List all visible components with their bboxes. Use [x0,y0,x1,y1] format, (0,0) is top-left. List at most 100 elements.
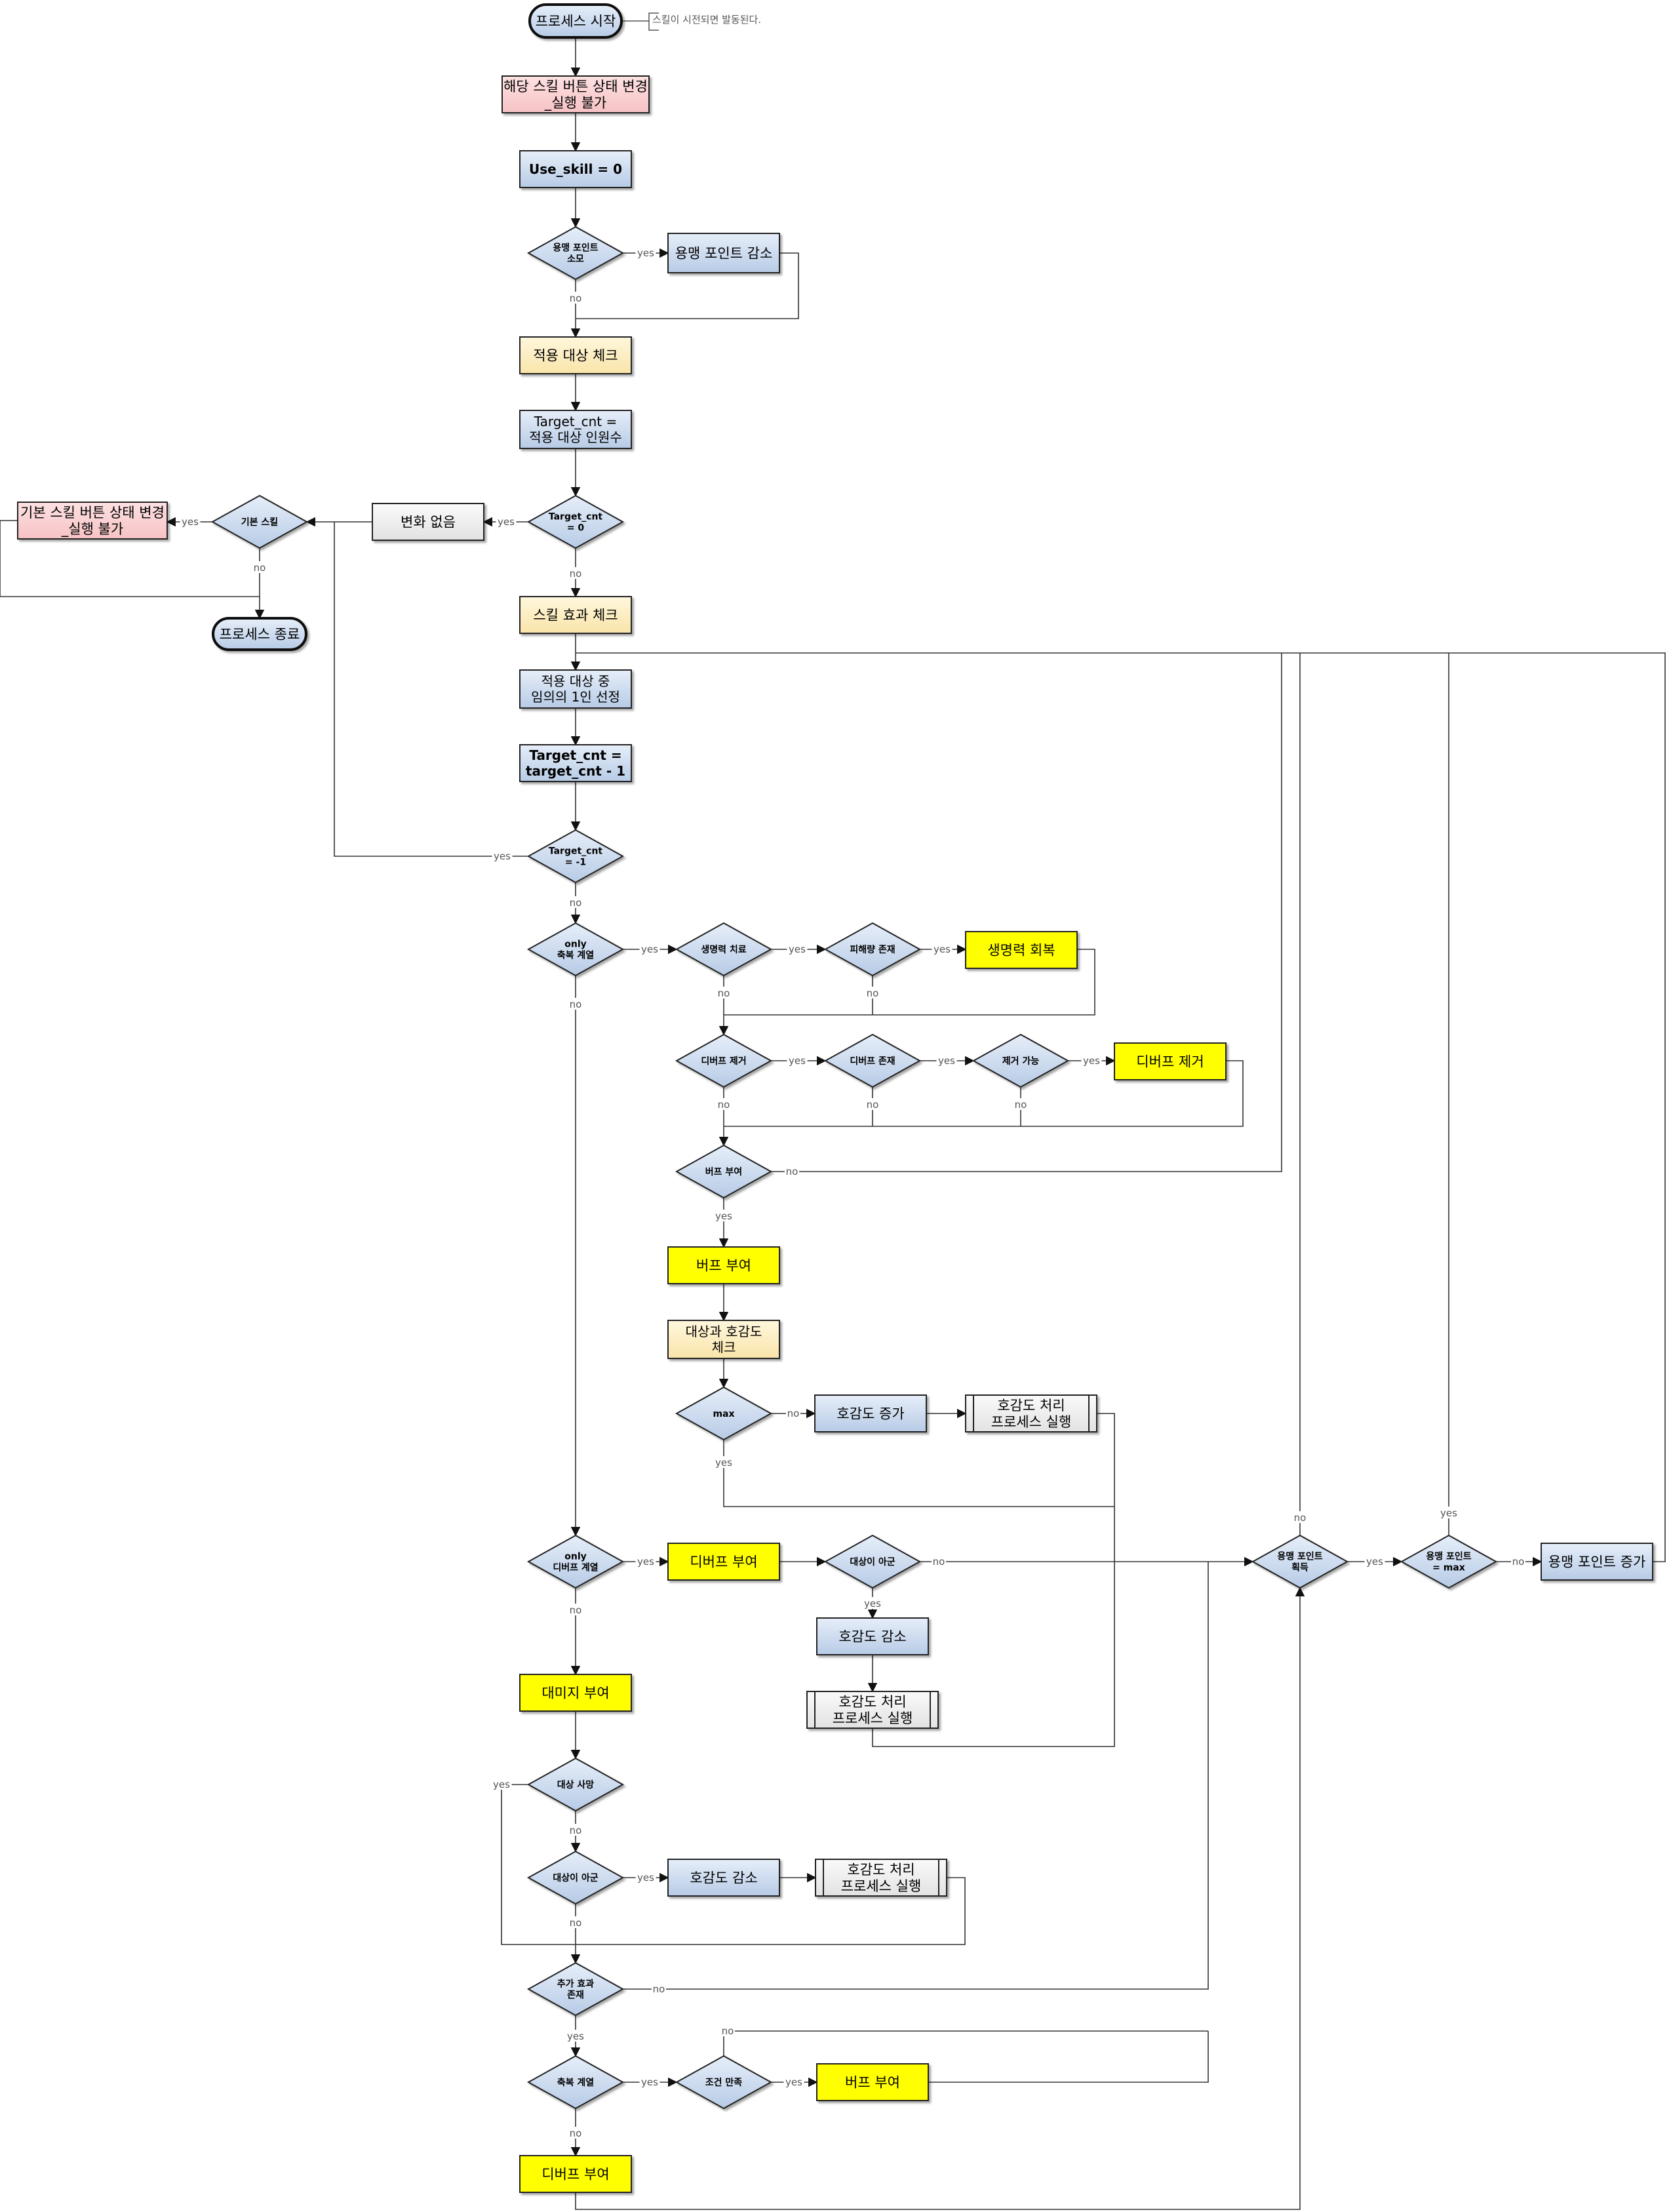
d_target_neg-decision: Target_cnt= -1 [526,829,625,884]
merc_inc-node: 용맹 포인트 증가 [1541,1543,1653,1581]
d_target0-text: Target_cnt= 0 [549,512,603,534]
connector [575,1587,1305,2210]
d_heal-text: 생명력 치료 [701,944,746,955]
affinity_up-node: 호감도 증가 [814,1394,927,1432]
d_max-decision: max [675,1386,773,1441]
d_target_ally2-text: 대상이 아군 [553,1872,598,1884]
start-note-text: 스킬이 시전되면 발동된다. [652,14,761,26]
edge-label-yes: yes [1081,1054,1102,1067]
d_debuff_exist-text: 디버프 존재 [850,1056,895,1067]
svg-text:yes: yes [938,1055,955,1067]
d_heal-decision: 생명력 치료 [675,922,773,977]
edge-label-yes: yes [635,1555,656,1568]
d_condition-decision: 조건 만족 [675,2055,773,2110]
edge-label-yes: yes [713,1456,734,1469]
svg-text:yes: yes [493,1779,510,1790]
svg-text:no: no [787,1408,800,1419]
d_debuff_remove-decision: 디버프 제거 [675,1033,773,1088]
connector [724,1060,1244,1127]
svg-text:yes: yes [1440,1507,1457,1519]
edge-label-yes: yes [639,2076,660,2088]
edge-label-no: no [568,1604,583,1616]
edge-label-yes: yes [565,2030,586,2042]
edge-label-yes: yes [862,1597,883,1610]
start-terminal: 프로세스 시작 [528,3,623,39]
svg-text:yes: yes [1366,1556,1383,1568]
svg-text:yes: yes [715,1457,732,1469]
svg-text:no: no [570,1604,582,1616]
edge-label-yes: yes [1438,1507,1459,1519]
svg-text:yes: yes [498,516,515,528]
buff_give-text: 버프 부여 [696,1257,751,1273]
svg-text:no: no [570,998,582,1010]
edge-label-no: no [568,1916,583,1929]
d_removable-decision: 제거 가능 [972,1033,1070,1088]
edge-label-no: no [786,1407,800,1419]
d_target_dead-decision: 대상 사망 [526,1757,625,1812]
edge-label-no: no [720,2024,735,2037]
edge-label-no: no [568,1824,583,1836]
merc_dec-node: 용맹 포인트 감소 [667,233,780,273]
affinity_up-text: 호감도 증가 [836,1406,904,1421]
debuff_give1-text: 디버프 부여 [690,1554,757,1570]
edge-label-no: no [865,1098,880,1111]
debuff_remove-node: 디버프 제거 [1114,1042,1227,1080]
d_max-text: max [713,1409,734,1419]
connector [501,1784,576,1945]
edge-label-no: no [568,567,583,580]
d_target_ally1-decision: 대상이 아군 [823,1534,922,1589]
connector [723,2030,1208,2056]
hp_recover-text: 생명력 회복 [987,942,1055,958]
svg-text:yes: yes [789,1055,806,1067]
buff_give-node: 버프 부여 [667,1246,780,1284]
note-bracket [648,12,659,31]
connector [0,520,260,597]
svg-text:yes: yes [1083,1055,1100,1067]
svg-text:no: no [1512,1556,1525,1568]
d_target_neg-text: Target_cnt= -1 [549,846,603,868]
affinity_down2-text: 호감도 감소 [690,1870,757,1886]
svg-text:yes: yes [494,850,511,862]
connector [576,1877,966,1945]
edge-label-yes: yes [492,850,513,862]
merc_dec-text: 용맹 포인트 감소 [675,245,773,261]
d_buff_give-text: 버프 부여 [705,1166,742,1177]
edge-label-yes: yes [932,943,953,955]
connector [928,2031,1209,2083]
svg-text:yes: yes [637,1872,654,1884]
buff_give2-node: 버프 부여 [816,2063,929,2101]
debuff_give1-node: 디버프 부여 [667,1543,780,1581]
end-text: 프로세스 종료 [220,626,300,642]
svg-text:no: no [867,1099,879,1111]
d_bless-text: 축복 계열 [557,2077,594,2088]
svg-text:yes: yes [641,943,658,955]
target_dec-text: Target_cnt =target_cnt - 1 [526,747,625,779]
edge-label-yes: yes [491,1778,512,1790]
edge-label-no: no [865,987,880,999]
debuff_remove-text: 디버프 제거 [1136,1054,1204,1069]
svg-text:no: no [722,2025,734,2037]
debuff_give2-text: 디버프 부여 [541,2166,609,2182]
edge-label-yes: yes [783,2076,804,2088]
connector [576,252,799,319]
svg-text:yes: yes [789,943,806,955]
svg-text:yes: yes [934,943,951,955]
no_change-text: 변화 없음 [401,514,456,530]
basic_btn-text: 기본 스킬 버튼 상태 변경_실행 불가 [20,505,165,538]
d_removable-text: 제거 가능 [1002,1056,1040,1067]
edge-label-yes: yes [787,943,808,955]
affinity_down1-text: 호감도 감소 [838,1629,906,1644]
edge-label-yes: yes [180,515,201,528]
change_btn-node: 해당 스킬 버튼 상태 변경_실행 불가 [501,75,650,113]
damage_give-node: 대미지 부여 [519,1674,632,1712]
